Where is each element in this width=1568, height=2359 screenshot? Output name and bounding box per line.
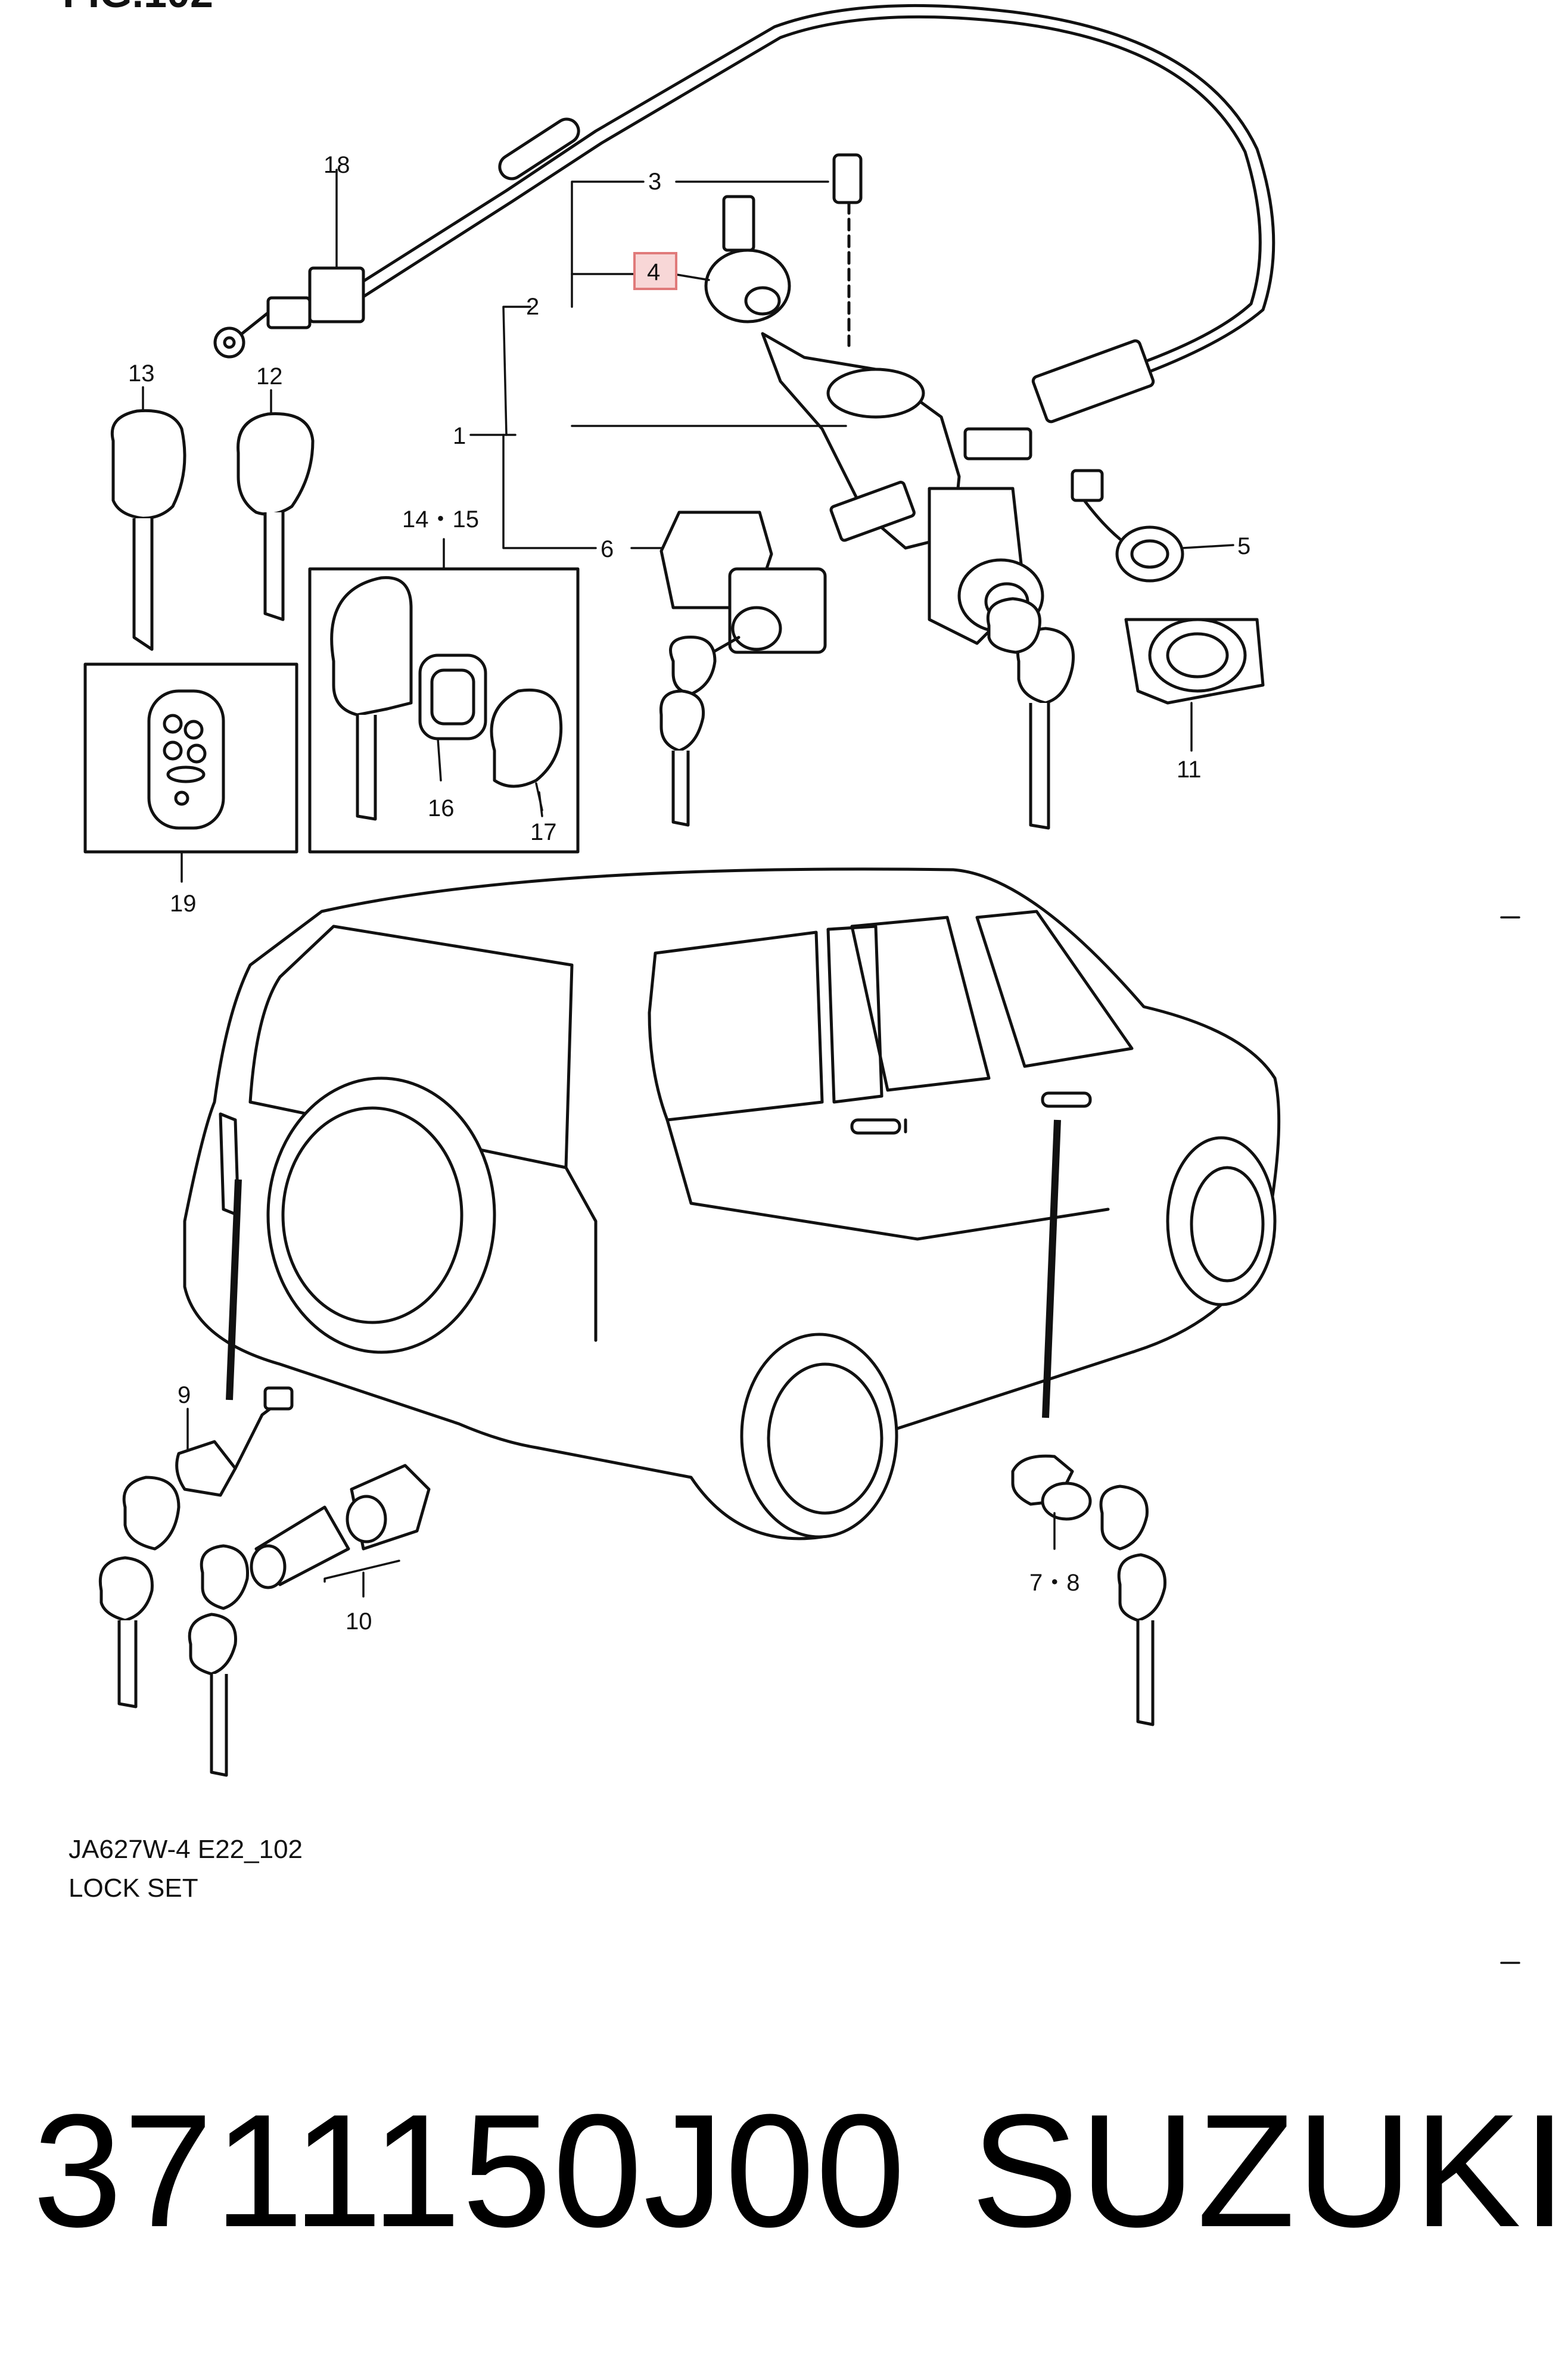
reference-name: LOCK SET <box>69 1873 198 1903</box>
callout-13: 13 <box>128 360 155 387</box>
callout-14-15: 14・15 <box>402 506 479 533</box>
callout-5: 5 <box>1237 533 1250 559</box>
lock-part-10 <box>188 1464 431 1777</box>
lock-set-diagram: FIG.102 <box>63 0 1520 1964</box>
reference-code: JA627W-4 E22_102 <box>69 1835 303 1864</box>
figure-label: FIG.102 <box>63 0 213 16</box>
ignition-keys <box>986 597 1075 830</box>
callout-16: 16 <box>428 795 455 821</box>
switch-part-5 <box>1071 469 1184 583</box>
callout-12: 12 <box>256 363 283 390</box>
rear-door-lock-6 <box>659 511 827 827</box>
cable-assembly <box>213 4 1275 424</box>
lock-part-7-8 <box>1011 1454 1166 1726</box>
callout-19: 19 <box>170 891 197 917</box>
callout-11: 11 <box>1177 757 1202 783</box>
callout-4: 4 <box>647 259 660 285</box>
callout-9: 9 <box>178 1382 191 1408</box>
location-arrows <box>186 1119 1061 1455</box>
callout-2: 2 <box>526 294 539 320</box>
key-13 <box>110 409 186 651</box>
callout-4-highlight <box>633 252 677 290</box>
callout-10: 10 <box>346 1608 372 1635</box>
lock-part-9 <box>98 1386 294 1708</box>
key-12 <box>237 412 315 621</box>
callout-3: 3 <box>648 169 661 195</box>
callout-7-8: 7・8 <box>1029 1570 1080 1596</box>
brand-name: SUZUKI <box>971 2081 1568 2261</box>
callout-17: 17 <box>530 819 557 845</box>
callout-18: 18 <box>323 152 350 178</box>
callout-6: 6 <box>601 536 614 562</box>
part-number: 3711150J00 <box>33 2081 907 2261</box>
bracket-part-11 <box>1124 618 1265 705</box>
vehicle-outline <box>183 867 1281 1540</box>
callout-1: 1 <box>453 423 466 449</box>
diagram-panel: FIG.102 <box>63 0 1520 1964</box>
caption-strip <box>0 1966 1519 2359</box>
callout-labels: 4 3 2 1 5 6 7・8 9 10 11 12 13 14・15 16 1… <box>128 152 1250 1635</box>
leader-lines-top <box>142 180 1234 883</box>
remote-transmitter-box <box>83 662 298 854</box>
remote-key-box <box>308 567 580 854</box>
